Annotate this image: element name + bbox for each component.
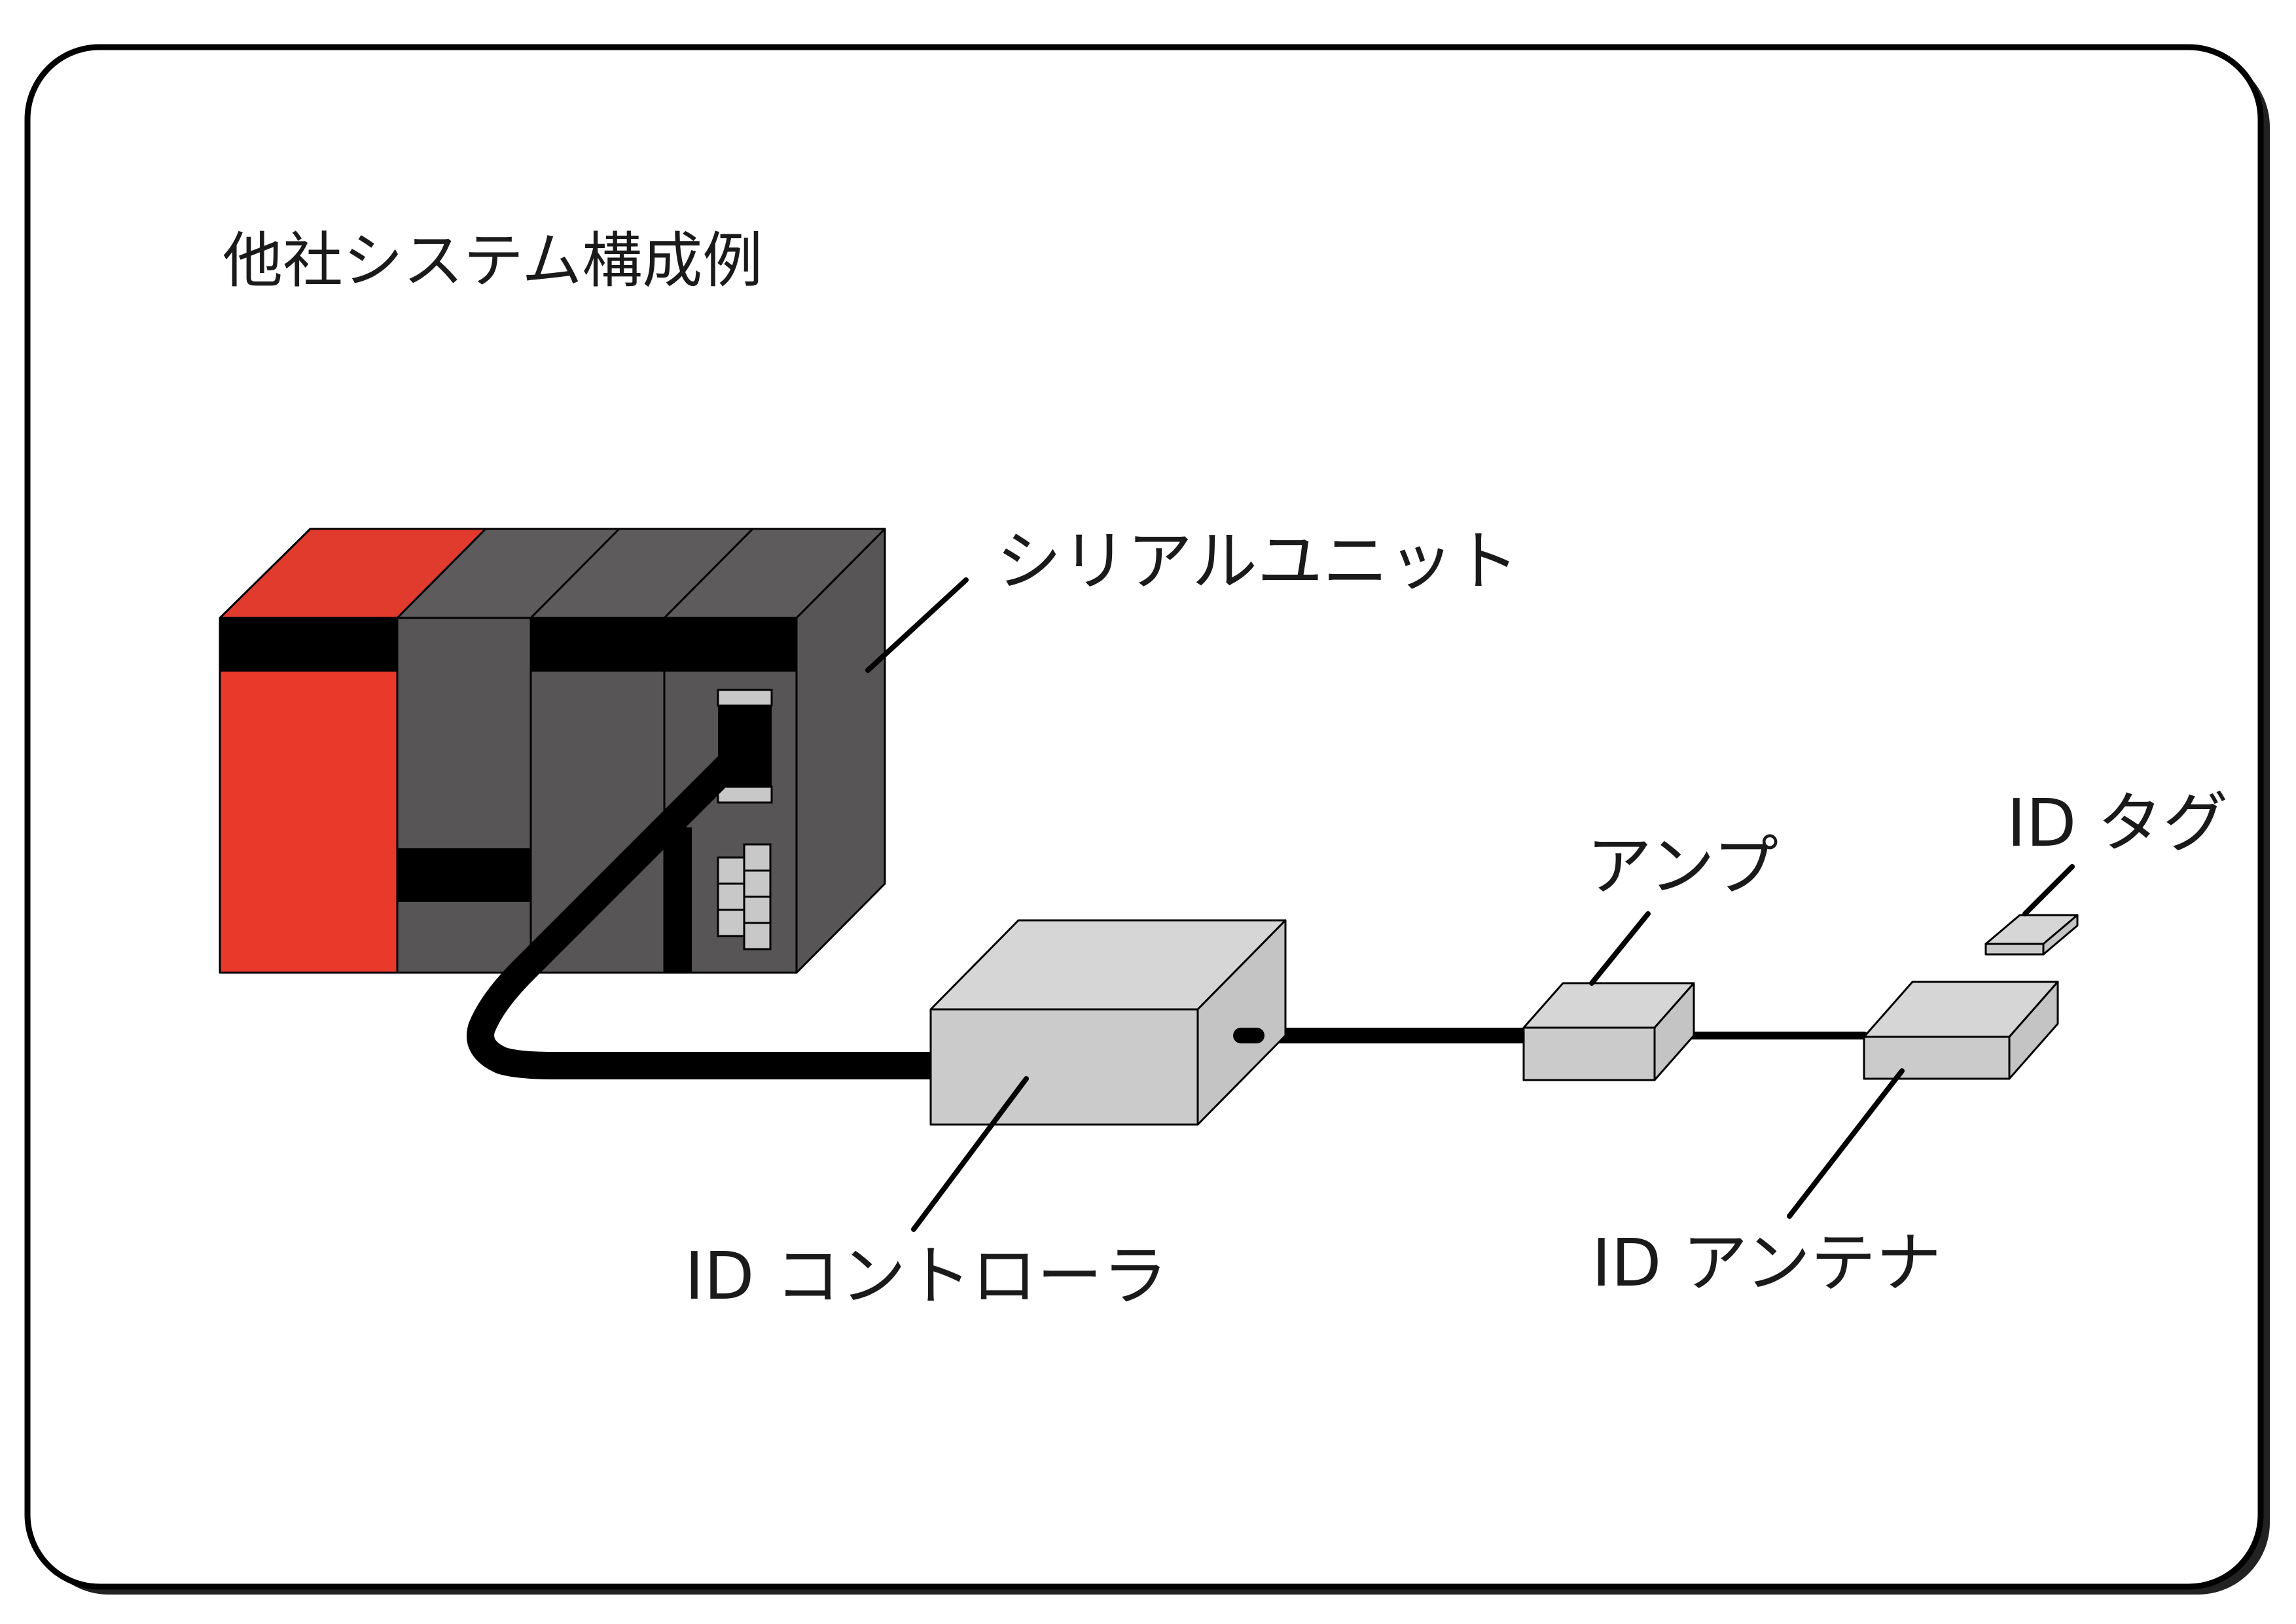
- label-serial-unit: シリアルユニット: [996, 523, 1519, 600]
- id-antenna-front: [1863, 1036, 2011, 1080]
- serial-cable: [467, 743, 931, 1079]
- terminal-block: [717, 843, 772, 950]
- label-id-controller: ID コントローラ: [685, 1238, 1168, 1314]
- leader-serial-unit: [865, 577, 969, 673]
- amp-front: [1522, 1026, 1656, 1081]
- id-tag: [1984, 914, 2079, 956]
- label-id-tag: ID タグ: [2007, 785, 2228, 861]
- leader-id-tag: [2022, 864, 2075, 916]
- id-controller-box: [929, 919, 1287, 1126]
- id-antenna-box: [1863, 981, 2059, 1080]
- plc-rack: [219, 528, 886, 974]
- diagram-title: 他社システム構成例: [223, 226, 762, 296]
- plc-bands: [220, 618, 797, 973]
- leader-lines: [865, 577, 2075, 1232]
- label-id-antenna: ID アンテナ: [1592, 1225, 1941, 1301]
- id-controller-front: [929, 1008, 1199, 1126]
- leader-id-antenna: [1787, 1068, 1905, 1219]
- label-amp: アンプ: [1587, 828, 1778, 905]
- frame: [24, 44, 2264, 1590]
- leader-amp: [1589, 911, 1651, 986]
- amp-box: [1522, 982, 1695, 1081]
- leader-id-controller: [911, 1076, 1029, 1232]
- id-tag-front: [1984, 943, 2045, 956]
- plc-cpu-front: [219, 617, 399, 974]
